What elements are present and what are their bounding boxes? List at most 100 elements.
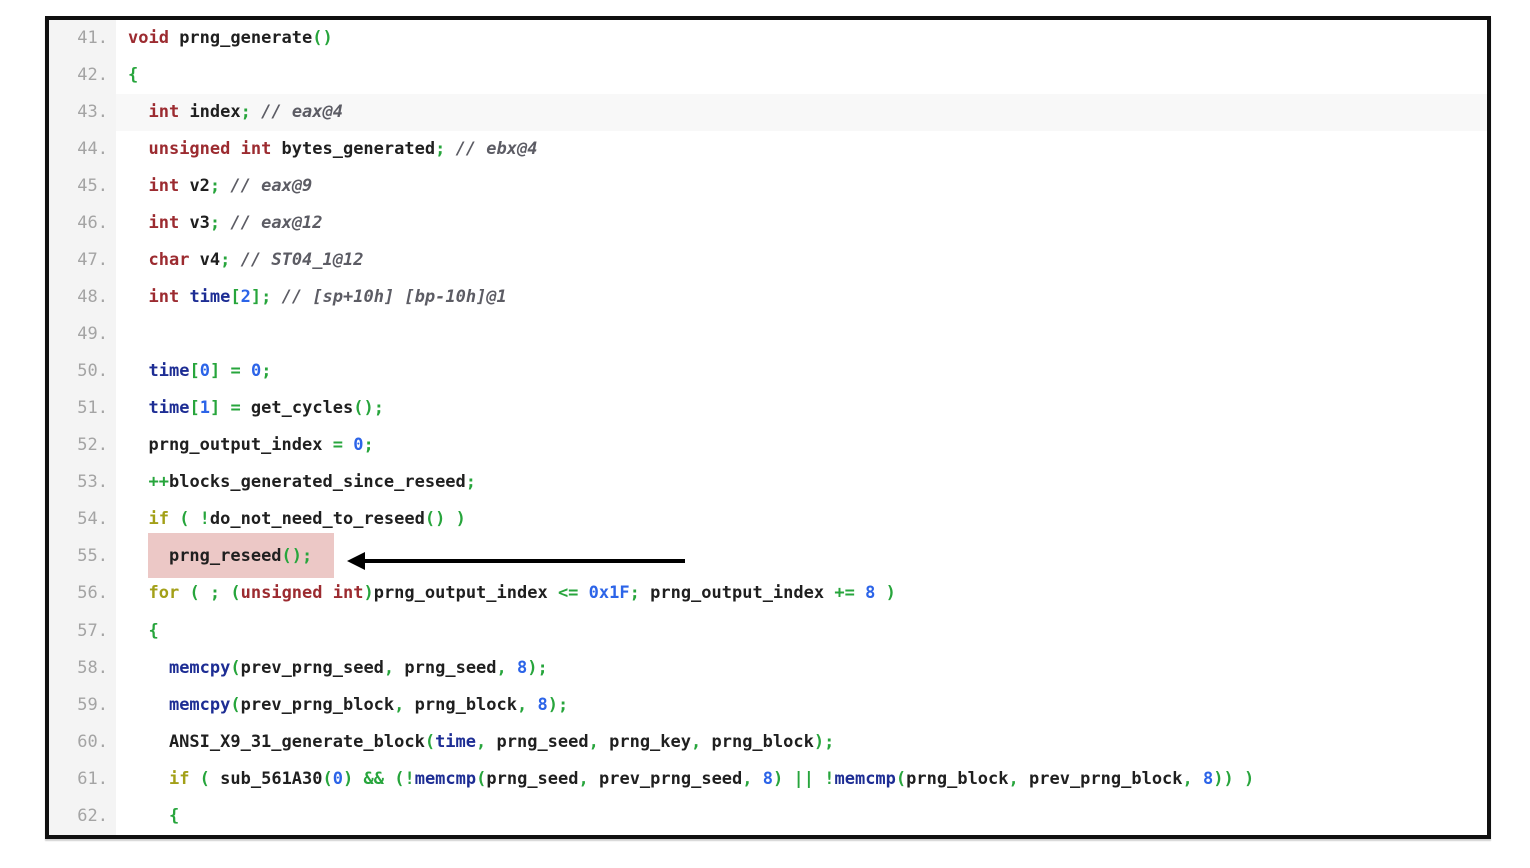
code-token xyxy=(783,769,793,789)
code-line: 53. ++blocks_generated_since_reseed; xyxy=(49,464,1487,501)
code-token: prng_output_index xyxy=(639,583,835,604)
code-token: <= xyxy=(557,583,579,604)
code-token xyxy=(128,583,148,603)
code-token xyxy=(753,769,763,789)
code-text: time[0] = 0; xyxy=(116,353,1487,390)
line-number: 45. xyxy=(77,176,108,197)
code-token: get_cycles xyxy=(240,398,354,419)
code-token: ( xyxy=(476,768,487,789)
line-number: 54. xyxy=(77,509,108,530)
code-token: ( xyxy=(230,694,241,715)
code-token: ] xyxy=(209,361,221,382)
code-token: 8 xyxy=(762,768,774,789)
code-token: prng_seed xyxy=(394,657,497,678)
line-number: 58. xyxy=(77,657,108,678)
code-token: = xyxy=(230,361,241,382)
code-line: 51. time[1] = get_cycles(); xyxy=(49,390,1487,427)
code-listing: 41.void prng_generate()42.{43. int index… xyxy=(49,20,1487,835)
code-token: bytes_generated xyxy=(271,139,436,160)
code-token: (); xyxy=(281,546,313,567)
code-token: { xyxy=(168,805,180,826)
code-token: time xyxy=(148,361,190,382)
code-token: int xyxy=(148,213,180,234)
code-token: ); xyxy=(527,657,548,678)
code-token: 8 xyxy=(865,583,876,604)
code-text: int v2; // eax@9 xyxy=(116,168,1487,205)
line-number: 61. xyxy=(77,768,108,789)
code-token: ( xyxy=(895,768,907,789)
code-line: 56. for ( ; (unsigned int)prng_output_in… xyxy=(49,575,1487,612)
code-token: { xyxy=(148,620,159,641)
code-text: { xyxy=(116,613,1487,650)
code-token xyxy=(875,583,885,603)
code-line: 61. if ( sub_561A30(0) && (!memcmp(prng_… xyxy=(49,761,1487,798)
code-line: 43. int index; // eax@4 xyxy=(49,94,1487,132)
line-number: 59. xyxy=(77,694,108,715)
code-text: { xyxy=(116,57,1487,94)
code-line: 47. char v4; // ST04_1@12 xyxy=(49,242,1487,279)
code-text: prng_output_index = 0; xyxy=(116,427,1487,464)
code-token: && (! xyxy=(363,768,415,789)
code-token: ; xyxy=(240,102,251,123)
code-token: ); xyxy=(547,694,569,715)
code-token: v4 xyxy=(189,250,221,271)
line-number: 57. xyxy=(77,620,108,641)
code-line: 52. prng_output_index = 0; xyxy=(49,427,1487,464)
code-token: 8 xyxy=(1203,768,1214,789)
code-token: ); xyxy=(813,731,835,752)
code-token: , xyxy=(383,657,395,678)
code-line: 60. ANSI_X9_31_generate_block(time, prng… xyxy=(49,724,1487,761)
line-number: 51. xyxy=(77,398,108,419)
line-number: 52. xyxy=(77,435,108,456)
code-token: blocks_generated_since_reseed xyxy=(168,472,466,493)
code-token: prng_generate xyxy=(168,28,313,48)
code-token: do_not_need_to_reseed xyxy=(209,509,425,530)
code-text xyxy=(116,316,1487,353)
code-token: [ xyxy=(189,398,200,419)
code-token: memcmp xyxy=(414,768,477,789)
code-token: // eax@9 xyxy=(220,176,313,197)
code-token: prng_key xyxy=(598,731,691,752)
code-token xyxy=(527,695,537,715)
code-token: unsigned int xyxy=(148,139,272,160)
code-token: // eax@12 xyxy=(220,213,323,234)
code-token: , xyxy=(476,731,487,752)
code-token: , xyxy=(691,731,702,752)
code-token: prng_seed xyxy=(486,768,579,789)
code-line: 48. int time[2]; // [sp+10h] [bp-10h]@1 xyxy=(49,279,1487,316)
code-token: // ST04_1@12 xyxy=(230,250,364,271)
code-token: prng_seed xyxy=(486,731,589,752)
code-token: = xyxy=(332,435,343,456)
code-token: int xyxy=(148,287,180,308)
code-token: || ! xyxy=(793,768,835,789)
code-token xyxy=(1193,769,1203,789)
code-token: v2 xyxy=(179,176,210,197)
code-line: 58. memcpy(prev_prng_seed, prng_seed, 8)… xyxy=(49,650,1487,687)
code-token: [ xyxy=(230,287,241,308)
code-token xyxy=(353,769,363,789)
code-line: 42.{ xyxy=(49,57,1487,94)
code-token: , xyxy=(517,694,528,715)
line-number: 44. xyxy=(77,139,108,160)
code-token: // eax@4 xyxy=(250,102,343,123)
line-number: 60. xyxy=(77,731,108,752)
code-token: ; xyxy=(209,176,221,197)
code-token: time xyxy=(148,398,190,419)
code-token: if xyxy=(148,509,169,530)
code-token xyxy=(128,472,148,492)
code-token xyxy=(128,509,148,529)
code-token: ; xyxy=(435,139,446,160)
code-token: [ xyxy=(189,361,200,382)
code-token xyxy=(128,398,148,418)
code-token xyxy=(128,287,148,307)
code-token: , xyxy=(496,657,507,678)
code-token xyxy=(128,176,148,196)
line-number: 56. xyxy=(77,583,108,604)
code-token xyxy=(128,621,148,641)
code-text: memcpy(prev_prng_seed, prng_seed, 8); xyxy=(116,650,1487,687)
code-token xyxy=(220,398,230,418)
code-token: , xyxy=(578,768,589,789)
code-token: unsigned int xyxy=(240,583,364,604)
code-text: ++blocks_generated_since_reseed; xyxy=(116,464,1487,501)
code-token: prng_block xyxy=(701,731,814,752)
